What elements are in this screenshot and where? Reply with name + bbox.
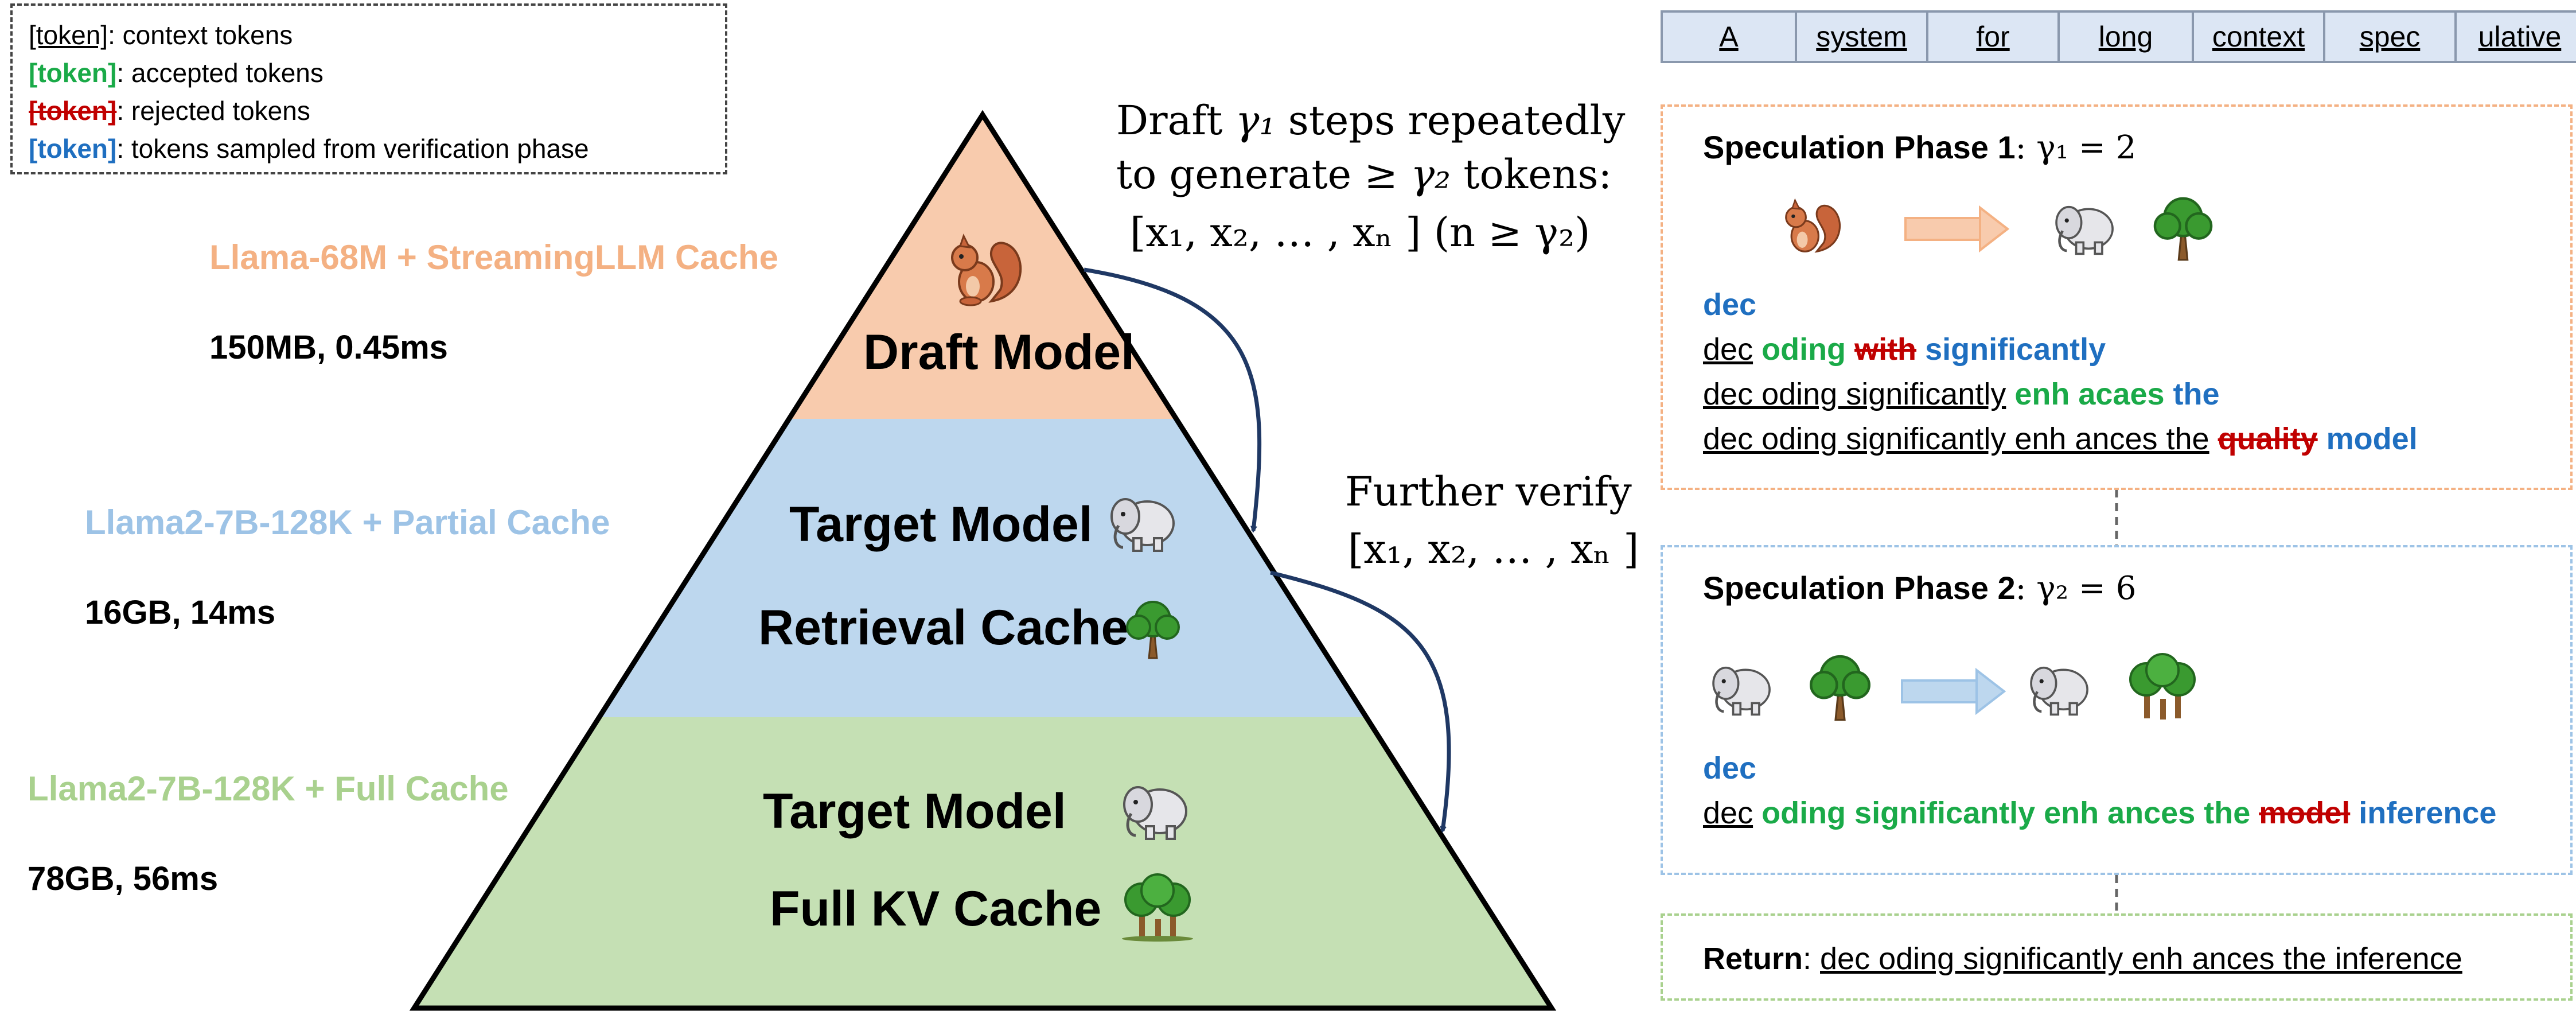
return-line: Return: dec oding significantly enh ance… [1703, 942, 2462, 976]
phase2-l2-context: dec [1703, 796, 1753, 830]
phase1-title-bold: Speculation Phase 1 [1703, 129, 2016, 165]
tier3-model-name: Llama2-7B-128K + Full Cache [28, 769, 509, 808]
legend-verified: [token]: tokens sampled from verificatio… [29, 130, 709, 168]
draft-word: Draft [1116, 97, 1223, 144]
legend-accepted-desc: : accepted tokens [116, 58, 324, 88]
legend-box: [token]: context tokens [token]: accepte… [10, 3, 727, 174]
draft-to-target-arrow [1084, 267, 1262, 533]
elephant-icon [1110, 498, 1175, 552]
token-cell: long [2060, 13, 2194, 61]
phase2-title: Speculation Phase 2: γ₂ = 6 [1703, 569, 2136, 607]
legend-rejected: [token]: rejected tokens [29, 92, 709, 130]
phase1-l2-context: dec [1703, 332, 1753, 367]
draft-annotation-line1: Draft γ₁ steps repeatedly [1116, 94, 1625, 147]
forest-icon [2129, 653, 2196, 720]
tier1-spec: 150MB, 0.45ms [209, 329, 448, 366]
target-model-label-2: Target Model [763, 784, 1066, 839]
squirrel-icon [951, 234, 1022, 306]
phase1-l4-verified: model [2326, 422, 2418, 456]
verify-to-full-arrow [1270, 570, 1451, 833]
tier1-model-name: Llama-68M + StreamingLLM Cache [209, 238, 778, 277]
phase1-line2: dec oding with significantly [1703, 327, 2106, 372]
token-cell: context [2194, 13, 2325, 61]
legend-rejected-desc: : rejected tokens [116, 96, 310, 126]
token-bar: A system for long context spec ulative [1661, 10, 2576, 63]
draft-annotation-line2: to generate ≥ γ₂ tokens: [1116, 147, 1612, 201]
gamma1-symbol: γ₁ [1235, 97, 1276, 144]
return-label: Return [1703, 942, 1803, 976]
legend-context-token: [token] [29, 20, 108, 50]
verify-annotation-line1: Further verify [1345, 468, 1632, 515]
pyramid-bottom-layer [414, 717, 1552, 1008]
phase2-l2-verified: inference [2359, 796, 2497, 830]
pyramid-outline [409, 110, 1557, 1011]
elephant-icon [2030, 666, 2088, 716]
elephant-icon [2055, 205, 2114, 255]
token-cell: spec [2325, 13, 2457, 61]
token-cell: for [1928, 13, 2060, 61]
legend-context: [token]: context tokens [29, 16, 709, 54]
tier2-model-name: Llama2-7B-128K + Partial Cache [85, 503, 610, 542]
phase1-line3: dec oding significantly enh acaes the [1703, 372, 2220, 417]
phase2-title-bold: Speculation Phase 2 [1703, 570, 2016, 606]
phase2-title-formula: : γ₂ = 6 [2015, 570, 2137, 607]
legend-verified-token: [token] [29, 134, 117, 164]
legend-rejected-token: [token] [29, 96, 117, 126]
phase1-l3-context: dec oding significantly [1703, 377, 2006, 411]
token-cell: ulative [2457, 13, 2576, 61]
generate-text: to generate ≥ [1116, 151, 1398, 198]
legend-accepted: [token]: accepted tokens [29, 54, 709, 92]
tree-icon [1810, 655, 1870, 721]
retrieval-cache-label: Retrieval Cache [758, 600, 1129, 655]
target-model-label-1: Target Model [789, 497, 1093, 552]
phase1-line1: dec [1703, 282, 1756, 327]
phase2-l1-token: dec [1703, 751, 1757, 785]
gamma2-symbol: γ₂ [1410, 151, 1451, 198]
token-cell: system [1797, 13, 1928, 61]
return-box: Return: dec oding significantly enh ance… [1661, 913, 2573, 1001]
phase1-right-arrow [1904, 205, 2010, 253]
steps-text: steps repeatedly [1288, 97, 1626, 144]
phase1-l2-rejected: with [1854, 332, 1917, 367]
phase1-line4: dec oding significantly enh ances the qu… [1703, 417, 2418, 461]
verify-annotation-line2: [x₁, x₂, … , xₙ ] [1348, 526, 1639, 573]
phase1-l4-rejected: quality [2218, 422, 2318, 456]
draft-model-label: Draft Model [863, 325, 1135, 380]
legend-verified-desc: : tokens sampled from verification phase [116, 134, 589, 164]
phase2-line2: dec oding significantly enh ances the mo… [1703, 791, 2496, 835]
phase1-l4-context: dec oding significantly enh ances the [1703, 422, 2209, 456]
elephant-icon [1123, 786, 1187, 840]
phase2-right-arrow [1901, 667, 2006, 715]
phase1-l3-verified: the [2173, 377, 2220, 411]
phase1-l1-token: dec [1703, 287, 1757, 322]
elephant-icon [1712, 666, 1771, 716]
speculation-phase-2-box: Speculation Phase 2: γ₂ = 6 dec dec odin… [1661, 545, 2573, 875]
phase1-l2-accepted: oding [1761, 332, 1846, 367]
tree-icon [1126, 601, 1180, 659]
phase1-l3-accepted: enh acaes [2014, 377, 2165, 411]
tier3-spec: 78GB, 56ms [28, 860, 219, 897]
phase2-l2-accepted: oding significantly enh ances the [1761, 796, 2251, 830]
draft-annotation-line3: [x₁, x₂, … , xₙ ] (n ≥ γ₂) [1130, 209, 1591, 256]
phase2-line1: dec [1703, 746, 1756, 791]
speculation-phase-1-box: Speculation Phase 1: γ₁ = 2 dec dec odin… [1661, 104, 2573, 490]
phase1-title: Speculation Phase 1: γ₁ = 2 [1703, 129, 2136, 166]
tier2-spec: 16GB, 14ms [85, 594, 276, 631]
phase1-title-formula: : γ₁ = 2 [2015, 129, 2137, 166]
forest-icon [1122, 873, 1193, 942]
phase2-l2-rejected: model [2259, 796, 2351, 830]
tokens-text: tokens: [1463, 151, 1612, 198]
full-kv-cache-label: Full KV Cache [770, 881, 1102, 936]
squirrel-icon [1785, 198, 1841, 253]
phase1-l2-verified: significantly [1925, 332, 2106, 367]
token-cell: A [1663, 13, 1797, 61]
legend-context-desc: : context tokens [108, 20, 293, 50]
return-text: dec oding significantly enh ances the in… [1820, 942, 2462, 976]
legend-accepted-token: [token] [29, 58, 117, 88]
tree-icon [2153, 197, 2213, 261]
